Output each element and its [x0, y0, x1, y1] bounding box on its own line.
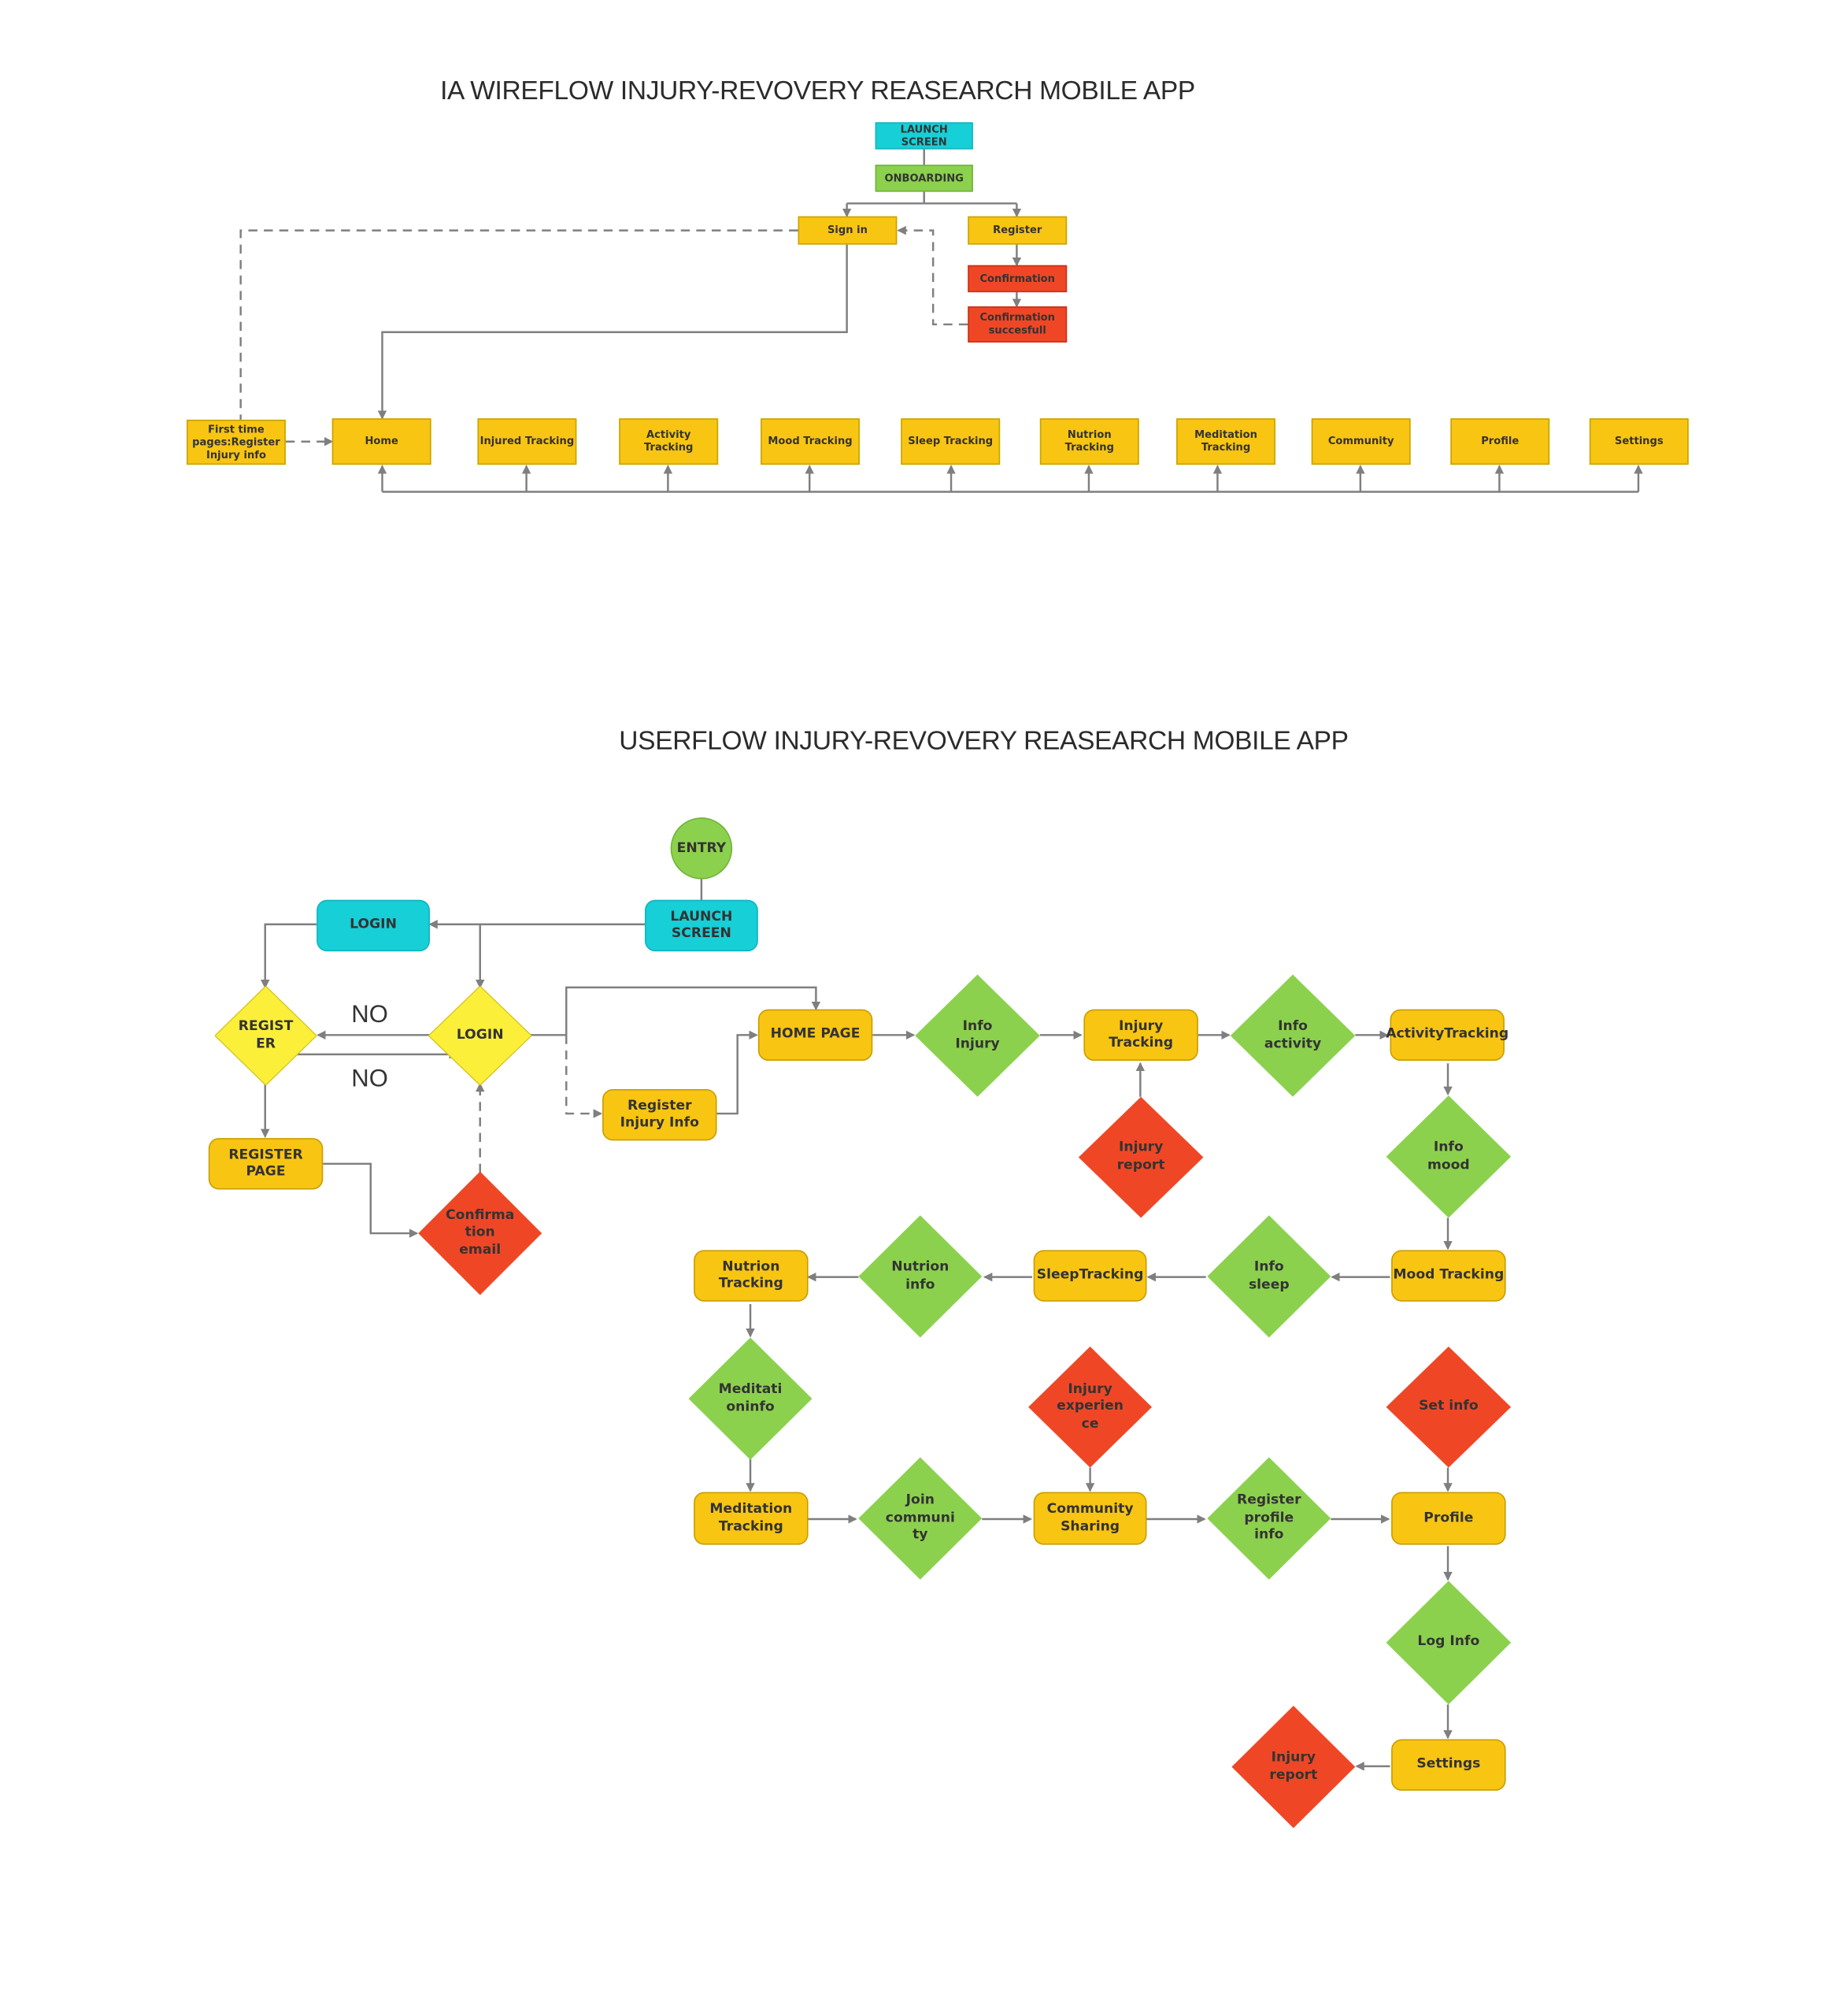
uf-activity-tracking[interactable]: ActivityTracking	[1386, 1009, 1508, 1062]
userflow-title: USERFLOW INJURY-REVOVERY REASEARCH MOBIL…	[619, 725, 1349, 756]
uf-register-injury-info[interactable]: Register Injury Info	[602, 1088, 717, 1141]
uf-home-page[interactable]: HOME PAGE	[757, 1009, 873, 1062]
diamond-shape	[1078, 1096, 1204, 1218]
diamond-shape	[1386, 1581, 1512, 1705]
uf-info-sleep[interactable]: Info sleep	[1207, 1215, 1331, 1338]
uf-login-box[interactable]: LOGIN	[317, 899, 430, 952]
uf-no-label-top: NO	[351, 1001, 388, 1029]
ia-sleep-tracking[interactable]: Sleep Tracking	[901, 418, 1001, 465]
diamond-shape	[915, 974, 1040, 1097]
uf-launch-screen[interactable]: LAUNCH SCREEN	[644, 899, 758, 952]
ia-profile[interactable]: Profile	[1450, 418, 1550, 465]
uf-community-sharing[interactable]: Community Sharing	[1033, 1492, 1147, 1545]
ia-injured-tracking[interactable]: Injured Tracking	[477, 418, 577, 465]
ia-onboarding[interactable]: ONBOARDING	[875, 165, 973, 192]
uf-log-info-label: Log Info	[1417, 1633, 1480, 1650]
uf-info-activity-label: Info activity	[1264, 1017, 1322, 1051]
diamond-shape	[858, 1457, 983, 1580]
ia-activity-tracking[interactable]: Activity Tracking	[619, 418, 719, 465]
uf-register-profile-info-label: Register profile info	[1237, 1492, 1301, 1543]
uf-injury-experience[interactable]: Injury experien ce	[1028, 1346, 1153, 1468]
ia-nutrion-tracking[interactable]: Nutrion Tracking	[1039, 418, 1139, 465]
uf-meditation-info-label: Meditati oninfo	[718, 1380, 783, 1414]
ia-signin-to-home	[377, 244, 848, 420]
ia-mood-tracking[interactable]: Mood Tracking	[761, 418, 860, 465]
uf-info-activity[interactable]: Info activity	[1230, 974, 1356, 1097]
uf-confirmation-email-label: Confirma tion email	[446, 1206, 515, 1258]
diamond-shape	[428, 986, 532, 1086]
uf-no-label-bottom: NO	[351, 1065, 388, 1093]
uf-join-community-label: Join communi ty	[885, 1492, 955, 1543]
diamond-shape	[688, 1337, 813, 1460]
uf-info-mood[interactable]: Info mood	[1386, 1095, 1512, 1218]
ia-sign-in[interactable]: Sign in	[798, 216, 898, 245]
ia-settings[interactable]: Settings	[1589, 418, 1689, 465]
uf-meditation-tracking[interactable]: Meditation Tracking	[694, 1492, 809, 1545]
ia-success-back-to-signin	[897, 225, 968, 326]
diamond-shape	[858, 1215, 983, 1338]
uf-login-to-home	[530, 986, 821, 1036]
uf-register-profile-info[interactable]: Register profile info	[1207, 1457, 1331, 1580]
uf-settings[interactable]: Settings	[1391, 1739, 1506, 1791]
uf-set-info-label: Set info	[1419, 1398, 1479, 1414]
uf-login-decision[interactable]: LOGIN	[428, 986, 532, 1086]
diamond-shape	[1386, 1095, 1512, 1218]
uf-login-decision-label: LOGIN	[456, 1026, 504, 1043]
ia-onboarding-split	[846, 191, 1017, 205]
uf-injury-report-bottom-label: Injury report	[1269, 1749, 1318, 1783]
uf-login-box-to-register-diamond	[261, 923, 317, 989]
ia-confirmation[interactable]: Confirmation	[968, 265, 1068, 293]
ia-launch-screen[interactable]: LAUNCH SCREEN	[875, 122, 973, 150]
ia-home[interactable]: Home	[331, 418, 431, 465]
uf-nutrion-info-label: Nutrion info	[891, 1258, 950, 1292]
diamond-shape	[418, 1171, 542, 1295]
uf-set-info[interactable]: Set info	[1386, 1346, 1512, 1468]
ia-confirmation-successful[interactable]: Confirmation succesfull	[968, 306, 1068, 343]
uf-log-info[interactable]: Log Info	[1386, 1581, 1512, 1705]
uf-sleep-tracking[interactable]: SleepTracking	[1033, 1250, 1147, 1302]
uf-nutrion-info[interactable]: Nutrion info	[858, 1215, 983, 1338]
uf-injury-report-bottom[interactable]: Injury report	[1231, 1706, 1356, 1829]
diamond-shape	[1230, 974, 1356, 1097]
uf-info-injury[interactable]: Info Injury	[915, 974, 1040, 1097]
uf-join-community[interactable]: Join communi ty	[858, 1457, 983, 1580]
uf-injury-tracking[interactable]: Injury Tracking	[1083, 1009, 1198, 1062]
uf-info-injury-label: Info Injury	[955, 1017, 1000, 1051]
ia-signin-to-firsttime	[239, 229, 798, 420]
uf-info-mood-label: Info mood	[1427, 1139, 1470, 1173]
ia-register[interactable]: Register	[968, 216, 1068, 245]
uf-meditation-info[interactable]: Meditati oninfo	[688, 1337, 813, 1460]
uf-registerinjury-to-home	[716, 1030, 758, 1115]
uf-profile[interactable]: Profile	[1391, 1492, 1506, 1545]
uf-register-page[interactable]: REGISTER PAGE	[208, 1138, 324, 1190]
ia-first-time-pages[interactable]: First time pages:Register Injury info	[187, 419, 286, 465]
diamond-shape	[1386, 1346, 1512, 1468]
diamond-shape	[1028, 1346, 1153, 1468]
uf-injury-report-top-label: Injury report	[1116, 1140, 1165, 1173]
ia-community[interactable]: Community	[1311, 418, 1411, 465]
uf-registerpage-to-confirm	[323, 1162, 419, 1238]
uf-nutrion-tracking[interactable]: Nutrion Tracking	[694, 1250, 809, 1302]
diamond-shape	[1207, 1457, 1331, 1580]
uf-register-decision[interactable]: REGIST ER	[214, 986, 317, 1086]
uf-mood-tracking[interactable]: Mood Tracking	[1391, 1250, 1506, 1302]
uf-entry[interactable]: ENTRY	[670, 817, 733, 880]
uf-injury-experience-label: Injury experien ce	[1057, 1380, 1124, 1432]
diamond-shape	[1231, 1706, 1356, 1829]
uf-confirmation-email[interactable]: Confirma tion email	[418, 1171, 542, 1295]
uf-login-to-registerinjury	[565, 1035, 603, 1118]
diamond-shape	[1207, 1215, 1331, 1338]
ia-meditation-tracking[interactable]: Meditation Tracking	[1176, 418, 1275, 465]
diamond-shape	[214, 986, 317, 1086]
uf-register-decision-label: REGIST ER	[238, 1017, 294, 1051]
ia-title: IA WIREFLOW INJURY-REVOVERY REASEARCH MO…	[440, 76, 1195, 106]
uf-info-sleep-label: Info sleep	[1248, 1258, 1290, 1292]
uf-injury-report-top[interactable]: Injury report	[1078, 1096, 1204, 1218]
